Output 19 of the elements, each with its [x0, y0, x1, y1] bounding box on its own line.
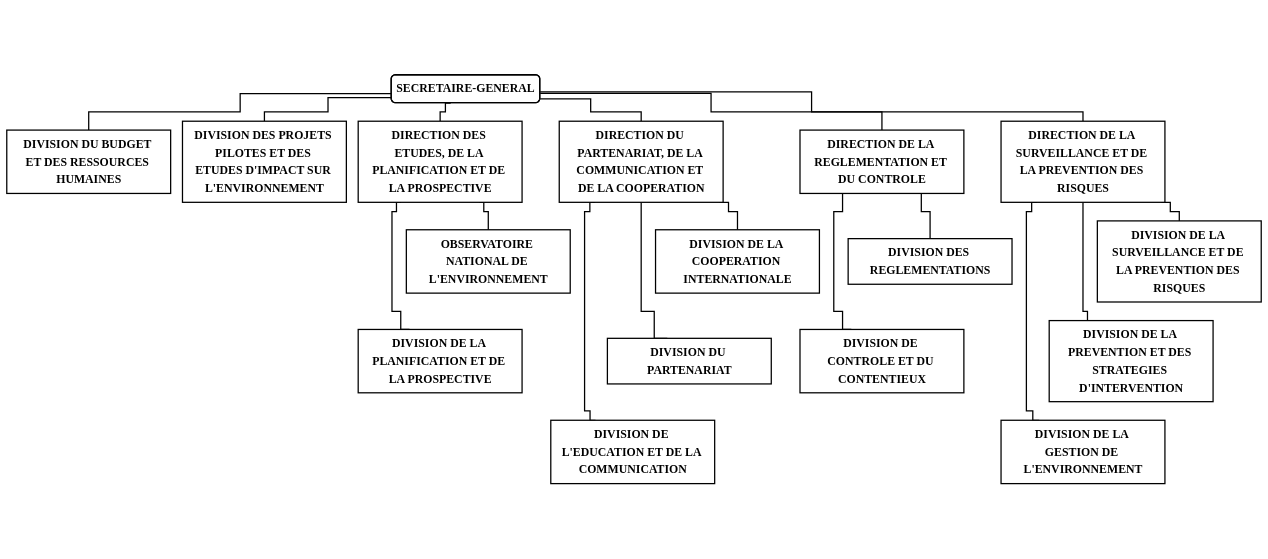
- connector: [539, 98, 642, 123]
- node-box: DIRECTION DE LA SURVEILLANCE ET DE LA PREVENTION DES RISQUES: [1000, 120, 1166, 204]
- node-box: DIVISION DE LA SURVEILLANCE ET DE LA PREVENTION DES RISQUES: [1096, 220, 1262, 303]
- node-box: DIVISION DES PROJETS PILOTES ET DES ETUDES D'IMPACT SUR L'ENVIRONNEMENT: [181, 120, 347, 204]
- connector: [539, 92, 883, 132]
- node-box: DIVISION DE LA COOPERATION INTERNATIONALE: [654, 229, 821, 295]
- node-box: OBSERVATOIRE NATIONAL DE L'ENVIRONNEMENT: [405, 229, 571, 295]
- node-box: DIVISION DU BUDGET ET DES RESSOURCES HUMAINES: [6, 129, 172, 195]
- node-box: DIVISION DE CONTROLE ET DU CONTENTIEUX: [799, 329, 965, 394]
- node-box: DIVISION DE LA PLANIFICATION ET DE LA PROSPECTIVE: [357, 329, 523, 394]
- node-box: DIVISION DU PARTENARIAT: [606, 338, 772, 385]
- node-box: DIVISION DE L'EDUCATION ET DE LA COMMUNICATION: [550, 419, 716, 485]
- node-box: DIVISION DE LA GESTION DE L'ENVIRONNEMENT: [1000, 419, 1166, 485]
- node-box: DIRECTION DE LA REGLEMENTATION ET DU CONTROLE: [799, 129, 965, 195]
- node-box: DIVISION DE LA PREVENTION ET DES STRATEGIES D'INTERVENTION: [1048, 320, 1214, 403]
- connector: [539, 91, 1084, 123]
- node-box: DIRECTION DES ETUDES, DE LA PLANIFICATION ET DE LA PROSPECTIVE: [357, 120, 523, 204]
- node-box: DIRECTION DU PARTENARIAT, DE LA COMMUNICATION ET DE LA COOPERATION: [558, 120, 724, 204]
- node-box: DIVISION DES REGLEMENTATIONS: [847, 238, 1013, 286]
